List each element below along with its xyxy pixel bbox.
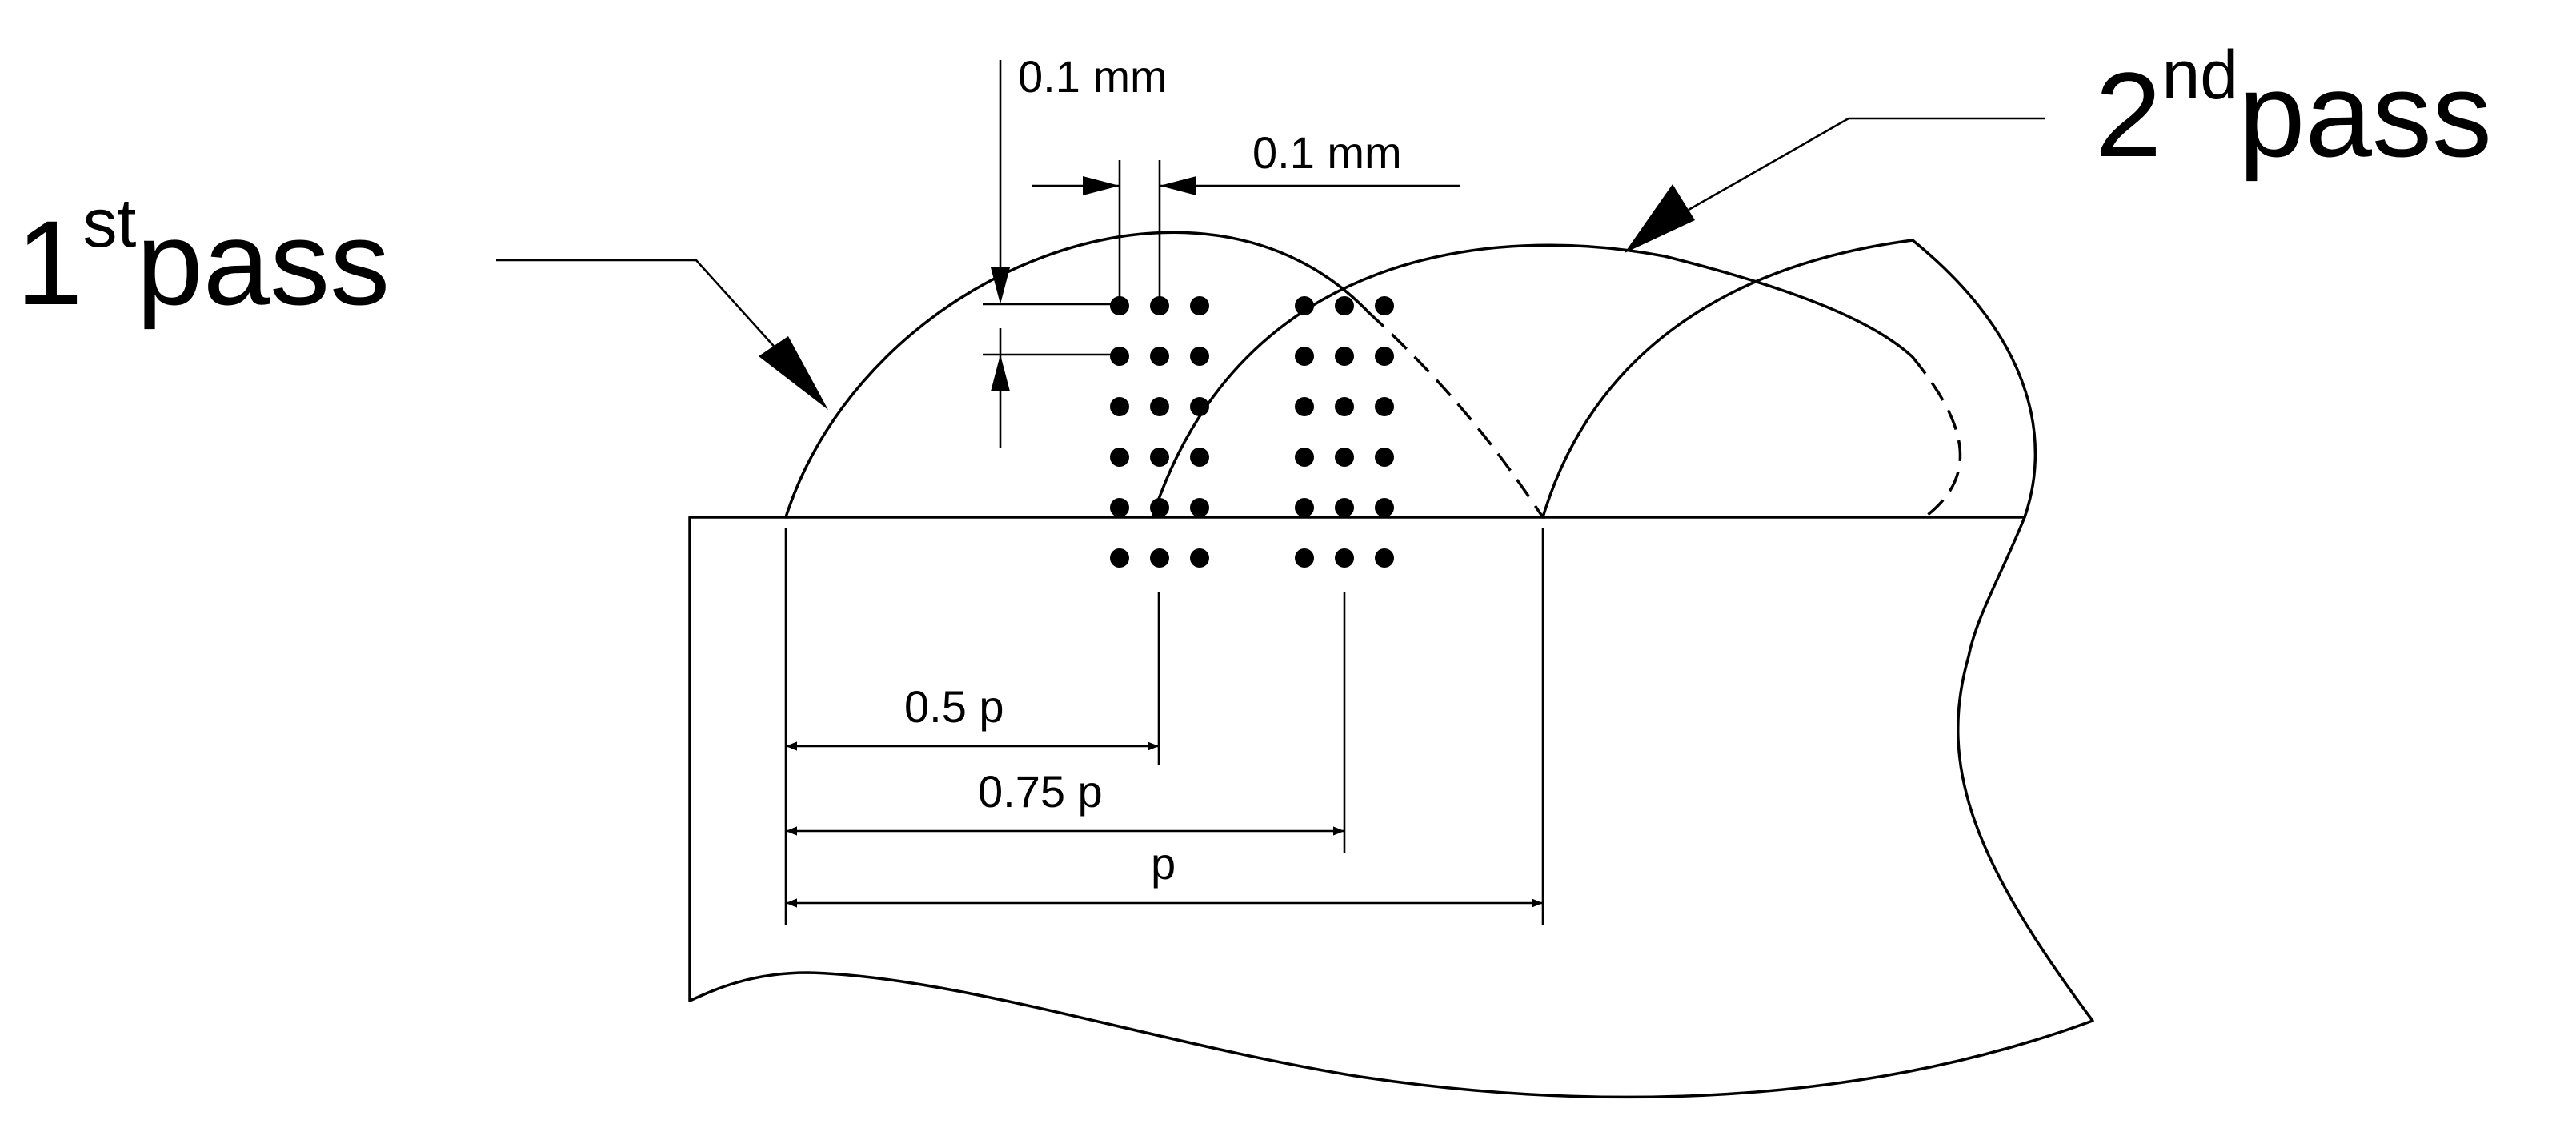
indent-dot (1110, 397, 1129, 416)
indent-dot (1190, 498, 1209, 517)
indent-dot (1110, 548, 1129, 568)
indent-dot (1335, 448, 1354, 467)
first-pass-label: 1stpass (16, 185, 390, 330)
base-plate-outline (688, 516, 2094, 1099)
pitch-label: p (1151, 838, 1176, 889)
second-pass-leader (1625, 117, 2045, 253)
indent-dot (1190, 397, 1209, 416)
indent-dot (1150, 296, 1169, 315)
indent-dot (1190, 347, 1209, 366)
indent-dot (1295, 448, 1314, 467)
three-quarter-pitch-label: 0.75 p (978, 766, 1103, 817)
second-pass-bead (1151, 243, 1914, 519)
first-pass-leader (496, 259, 828, 410)
indent-dot (1295, 548, 1314, 568)
indent-dot (1375, 347, 1394, 366)
indent-dot (1150, 397, 1169, 416)
vertical-spacing-label: 0.1 mm (1018, 51, 1168, 102)
indent-dot (1295, 347, 1314, 366)
indent-dot (1150, 448, 1169, 467)
first-pass-bead-left (784, 231, 1370, 519)
indent-dot (1190, 448, 1209, 467)
indent-dot (1375, 448, 1394, 467)
indent-dot (1150, 548, 1169, 568)
indent-dot (1150, 347, 1169, 366)
indent-dot (1335, 397, 1354, 416)
vertical-spacing-dimension: 0.1 mm (983, 51, 1168, 448)
indent-dot (1110, 498, 1129, 517)
first-pass-bead-overlap (1367, 311, 1544, 518)
indent-dot (1375, 397, 1394, 416)
horizontal-spacing-dimension: 0.1 mm (1032, 127, 1460, 304)
indent-dot (1110, 296, 1129, 315)
hardness-indent-grid (1110, 296, 1394, 568)
third-pass-bead (1541, 239, 2037, 519)
indent-dot (1295, 397, 1314, 416)
indent-dot (1190, 548, 1209, 568)
indent-dot (1375, 296, 1394, 315)
indent-dot (1375, 548, 1394, 568)
indent-dot (1375, 498, 1394, 517)
indent-dot (1335, 498, 1354, 517)
indent-dot (1335, 296, 1354, 315)
indent-dot (1190, 296, 1209, 315)
horizontal-spacing-label: 0.1 mm (1252, 127, 1402, 178)
indent-dot (1110, 448, 1129, 467)
indent-dot (1150, 498, 1169, 517)
second-pass-bead-overlap (1911, 355, 1962, 519)
half-pitch-label: 0.5 p (904, 681, 1004, 732)
pitch-dimensions: 0.5 p 0.75 p p (784, 528, 1544, 925)
indent-dot (1295, 498, 1314, 517)
second-pass-label: 2ndpass (2095, 37, 2492, 182)
indent-dot (1335, 548, 1354, 568)
indent-dot (1110, 347, 1129, 366)
indent-dot (1335, 347, 1354, 366)
indent-dot (1295, 296, 1314, 315)
